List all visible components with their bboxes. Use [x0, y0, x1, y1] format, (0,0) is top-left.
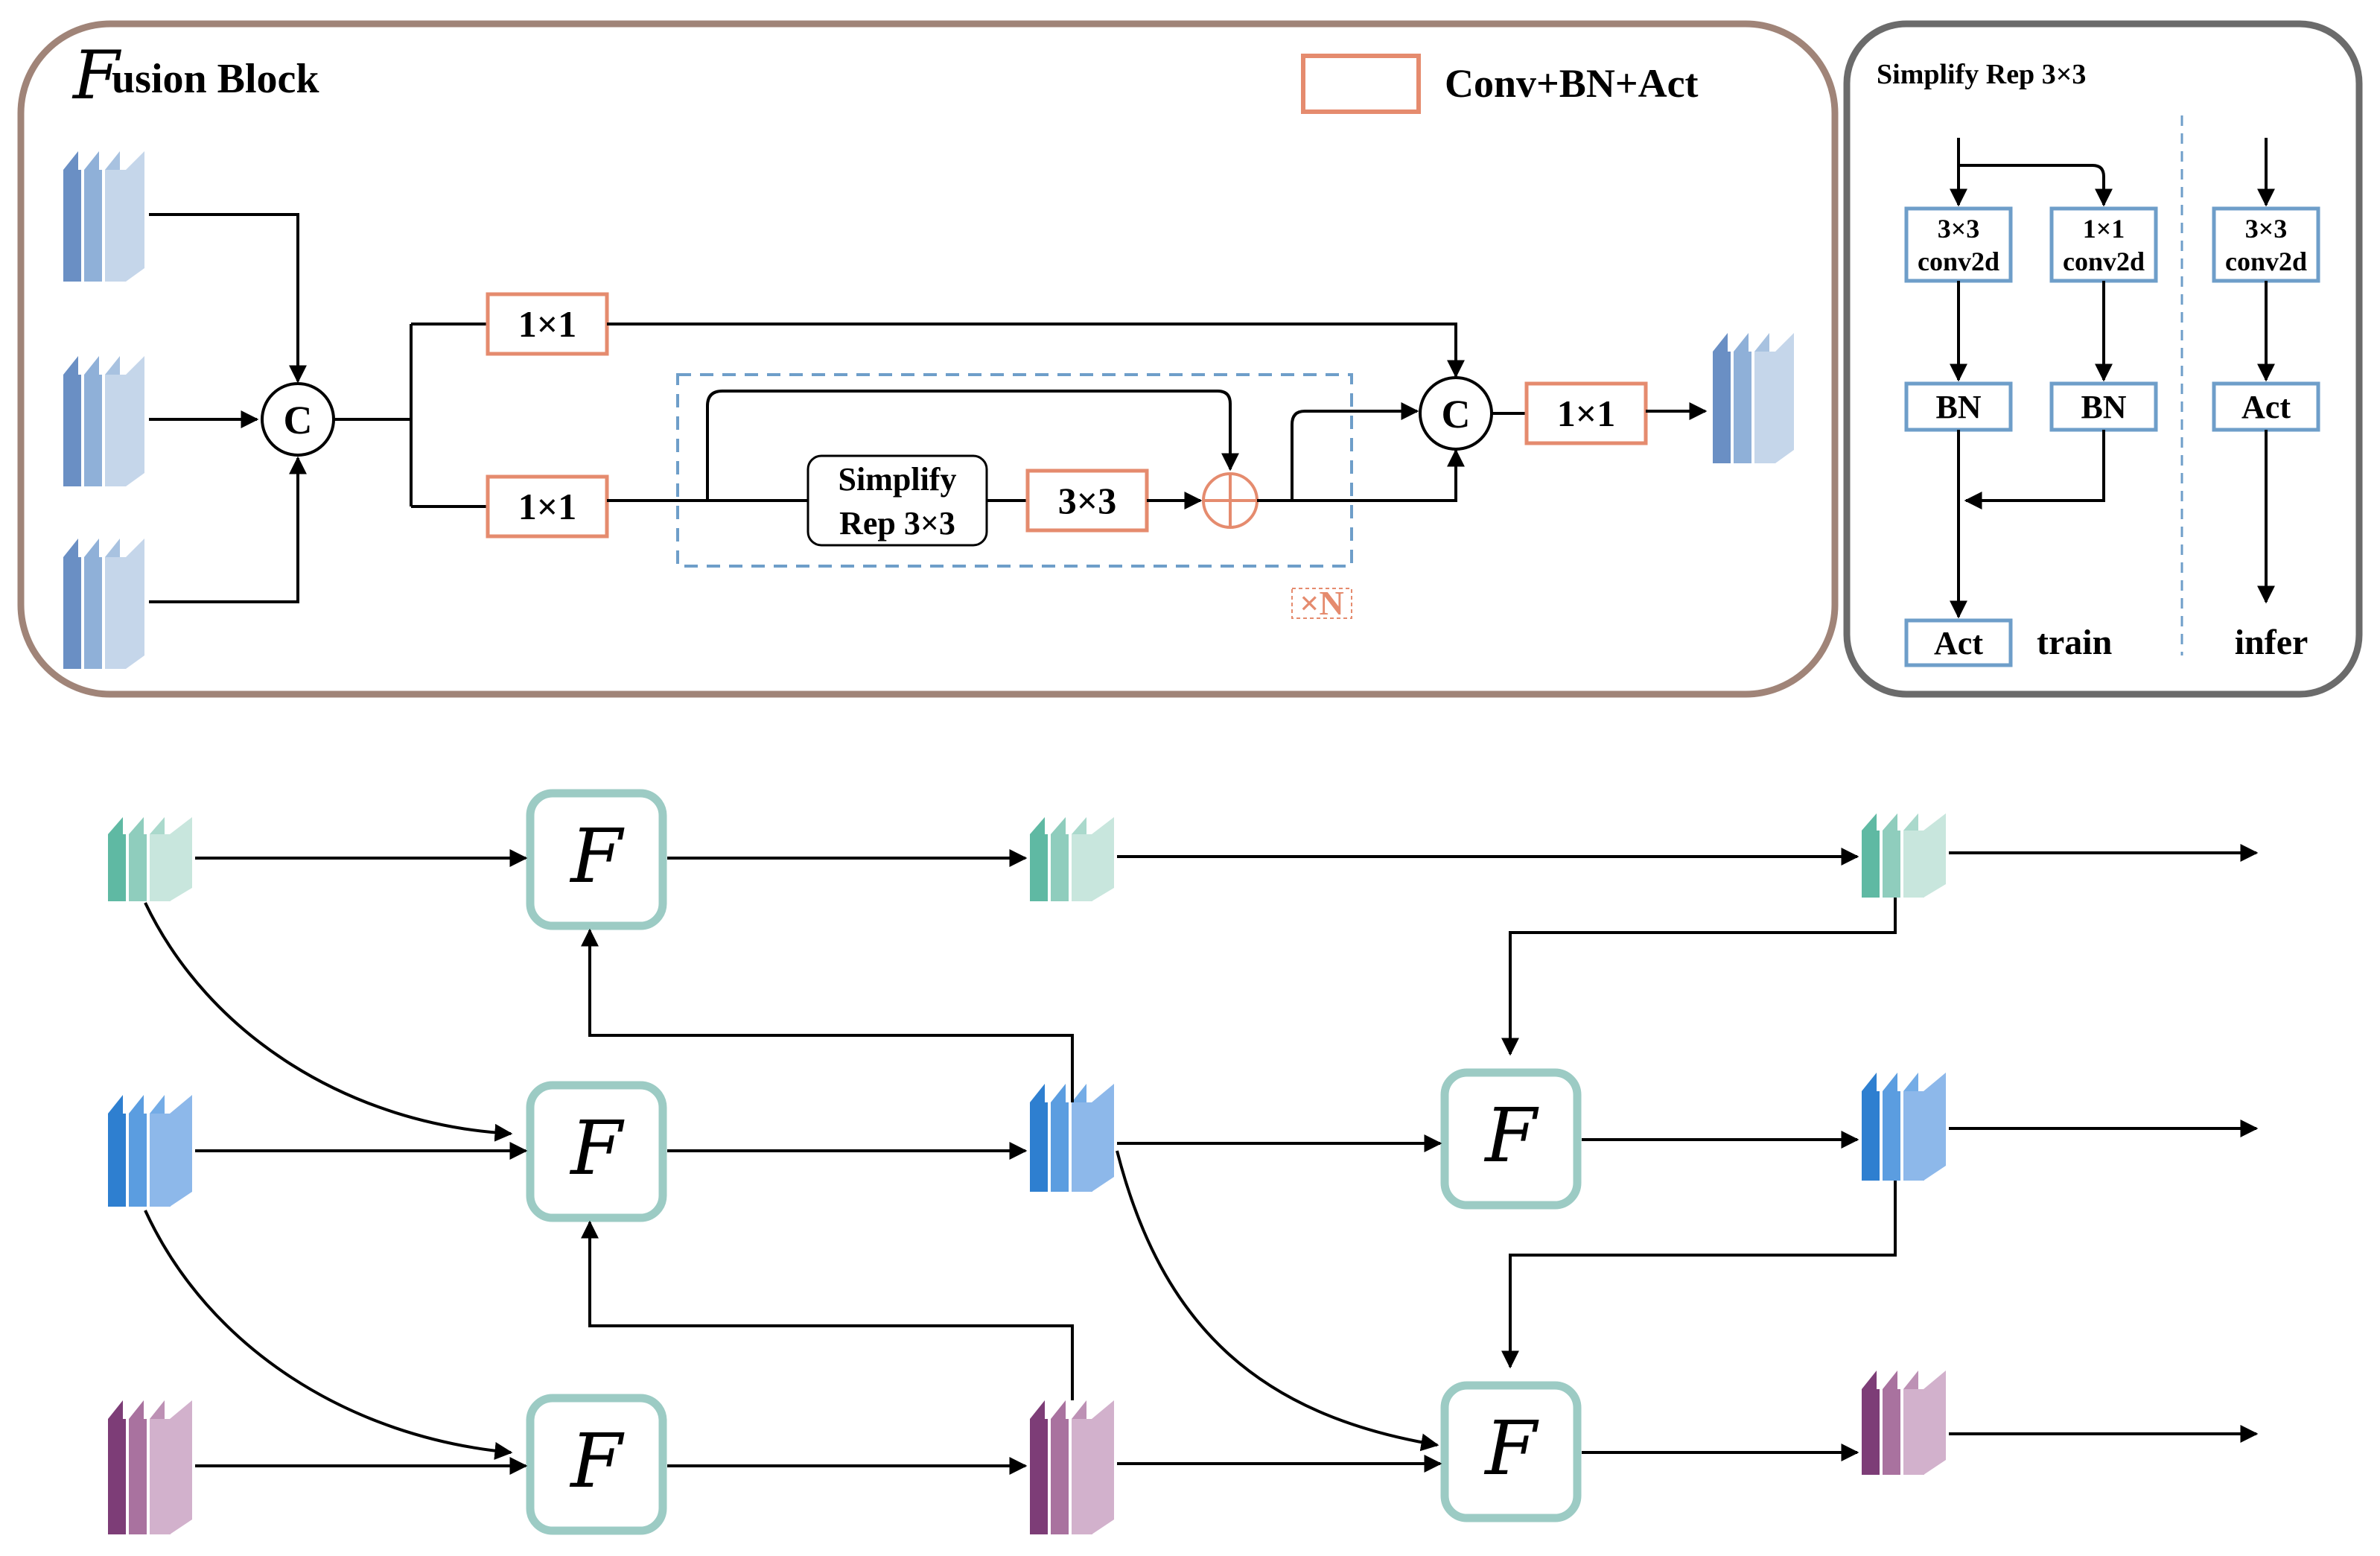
svg-text:Act: Act	[1934, 625, 1983, 661]
fusion-block-bottom: F	[526, 1394, 667, 1535]
feature-map-purple-col3	[1030, 1400, 1114, 1534]
svg-text:Rep 3×3: Rep 3×3	[839, 505, 955, 542]
concat-node-1: C	[261, 382, 335, 457]
conv1x1-bottom: 1×1	[486, 474, 609, 539]
concat-node-2: C	[1419, 376, 1493, 451]
fusion-block-top: F	[526, 789, 667, 930]
svg-text:1×1: 1×1	[518, 486, 577, 527]
infer-conv3x3: 3×3 conv2d	[2212, 206, 2320, 283]
feature-map-blue-col3	[1030, 1084, 1114, 1192]
feature-map-teal-col3	[1030, 817, 1114, 901]
input-feature-map-2	[63, 356, 144, 486]
add-to-concat	[1257, 448, 1465, 502]
fusion-title-symbol: F	[71, 36, 122, 115]
svg-text:F: F	[569, 1105, 625, 1192]
input-feature-map-1	[63, 151, 144, 282]
feature-map-blue-col1	[108, 1095, 192, 1207]
train-bn-right: BN	[2049, 381, 2158, 432]
svg-text:C: C	[1442, 392, 1471, 436]
input-feature-map-3	[63, 539, 144, 669]
svg-text:BN: BN	[2081, 389, 2126, 425]
output-feature-map	[1713, 333, 1794, 463]
train-conv1x1: 1×1 conv2d	[2049, 206, 2158, 283]
svg-text:C: C	[284, 398, 313, 442]
svg-text:F: F	[569, 813, 625, 900]
repeat-count: ×N	[1291, 584, 1352, 622]
simplify-rep-panel: Simplify Rep 3×3 3×3 conv2d 1×1 conv2d B…	[1843, 20, 2363, 698]
train-branch-arrow	[1959, 164, 2113, 207]
svg-text:F: F	[1483, 1405, 1539, 1492]
fusion-block-right-bottom: F	[1440, 1381, 1582, 1522]
simplify-rep-box: Simplify Rep 3×3	[806, 454, 988, 547]
conv3x3-box: 3×3	[1025, 469, 1149, 533]
feature-map-purple-col5	[1862, 1371, 1946, 1475]
svg-text:conv2d: conv2d	[2225, 247, 2307, 276]
input-connections	[149, 213, 307, 603]
svg-text:3×3: 3×3	[1058, 480, 1117, 521]
svg-text:3×3: 3×3	[2245, 214, 2288, 244]
conv1x1-top: 1×1	[486, 292, 609, 356]
simplify-rep-title: Simplify Rep 3×3	[1877, 59, 2086, 90]
repeat-region	[676, 373, 1353, 568]
svg-text:1×1: 1×1	[518, 303, 577, 345]
legend-swatch	[1301, 54, 1421, 114]
network-diagram: F F F	[108, 789, 2259, 1535]
svg-text:BN: BN	[1935, 389, 1981, 425]
svg-text:Act: Act	[2241, 389, 2291, 425]
svg-text:F: F	[1483, 1092, 1539, 1179]
legend: Conv+BN+Act	[1301, 54, 1699, 114]
feature-map-purple-col1	[108, 1400, 192, 1534]
train-bn-left: BN	[1904, 381, 2013, 432]
svg-text:1×1: 1×1	[1557, 393, 1616, 434]
infer-act: Act	[2212, 381, 2320, 432]
train-conv3x3: 3×3 conv2d	[1904, 206, 2013, 283]
train-bn-merge	[1964, 430, 2105, 509]
svg-text:F: F	[569, 1417, 625, 1505]
add-branch-to-concat	[1291, 402, 1419, 501]
add-node	[1202, 472, 1259, 529]
svg-text:1×1: 1×1	[2083, 214, 2125, 244]
residual-skip	[706, 390, 1239, 501]
fusion-title: usion Block	[112, 56, 319, 102]
svg-text:Simplify: Simplify	[839, 461, 957, 498]
network-connections	[144, 844, 2259, 1475]
top-branch-to-concat	[607, 323, 1465, 378]
svg-text:×N: ×N	[1299, 584, 1343, 622]
svg-text:conv2d: conv2d	[2063, 247, 2145, 276]
fusion-block-panel: F usion Block Conv+BN+Act	[17, 20, 1839, 698]
train-act: Act	[1904, 618, 2013, 667]
feature-map-teal-col1	[108, 817, 192, 901]
train-label: train	[2037, 623, 2112, 662]
svg-text:3×3: 3×3	[1938, 214, 1980, 244]
feature-map-blue-col5	[1862, 1073, 1946, 1181]
fusion-block-right-middle: F	[1440, 1068, 1582, 1210]
svg-text:conv2d: conv2d	[1918, 247, 1999, 276]
infer-label: infer	[2235, 623, 2309, 662]
fusion-block-middle: F	[526, 1081, 667, 1222]
feature-map-teal-col5	[1862, 813, 1946, 898]
legend-label: Conv+BN+Act	[1445, 61, 1699, 106]
conv1x1-output: 1×1	[1524, 381, 1648, 445]
